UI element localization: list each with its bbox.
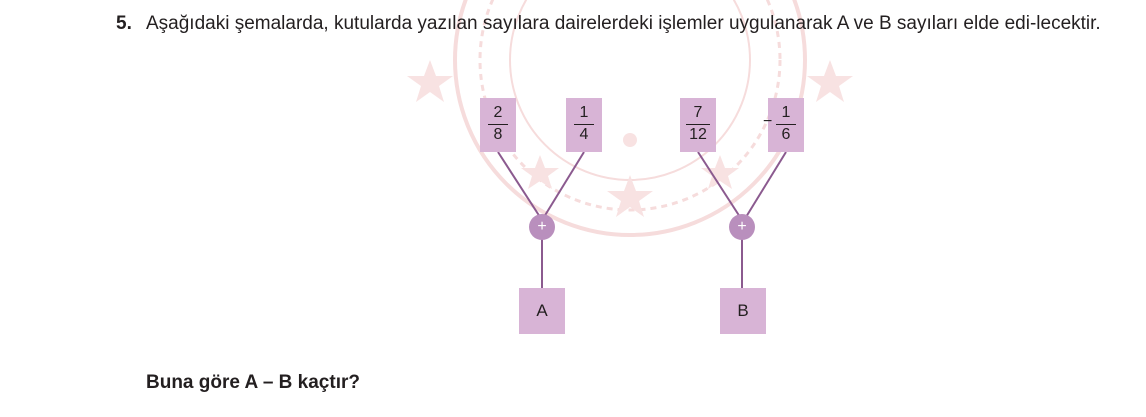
right-fraction-box-2: − 1 6	[763, 98, 804, 152]
numerator: 2	[493, 104, 503, 121]
left-connector-1	[497, 151, 541, 218]
left-connector-2	[543, 151, 585, 218]
result-box-a: A	[519, 288, 565, 334]
fraction-bar	[776, 124, 796, 126]
left-fraction-box-2: 1 4	[566, 98, 602, 152]
fraction-bar	[488, 124, 508, 126]
result-box-b: B	[720, 288, 766, 334]
fraction: 2 8	[480, 104, 516, 144]
denominator: 8	[493, 126, 503, 144]
numerator: 1	[579, 104, 589, 121]
denominator: 6	[781, 126, 791, 144]
right-connector-2	[745, 151, 787, 218]
right-connector-1	[697, 151, 741, 218]
question-prompt: Buna göre A – B kaçtır?	[146, 372, 360, 393]
right-fraction-box-1: 7 12	[680, 98, 716, 152]
fraction: 1 6	[768, 104, 804, 144]
numerator: 1	[781, 104, 791, 121]
fraction: 1 4	[566, 104, 602, 144]
minus-sign: −	[763, 113, 773, 130]
left-fraction-box-1: 2 8	[480, 98, 516, 152]
denominator: 4	[579, 126, 589, 144]
numerator: 7	[693, 104, 703, 121]
question-text: Aşağıdaki şemalarda, kutularda yazılan s…	[146, 13, 1101, 34]
fraction: 7 12	[680, 104, 716, 144]
denominator: 12	[689, 126, 707, 144]
fraction-bar	[574, 124, 594, 126]
right-plus-operator: +	[729, 214, 755, 240]
question-number: 5.	[116, 13, 132, 34]
left-plus-operator: +	[529, 214, 555, 240]
fraction-bar	[686, 124, 710, 126]
watermark-seal	[407, 0, 853, 237]
